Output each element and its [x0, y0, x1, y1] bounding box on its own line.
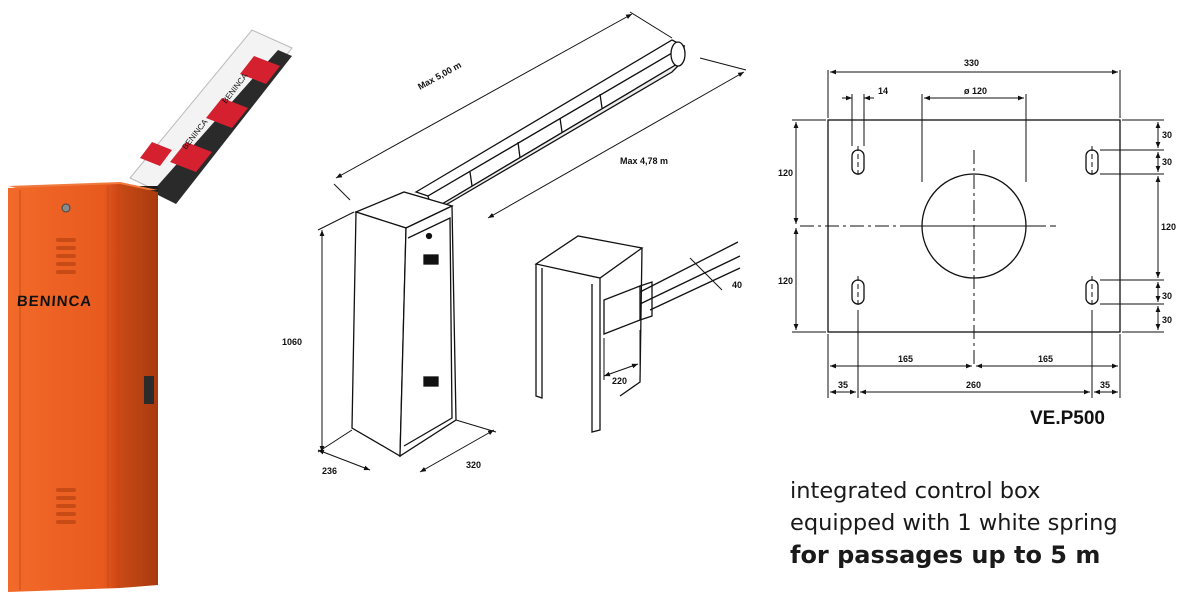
iso-dimension-labels: Max 5,00 m Max 4,78 m 1060 236 320 40 22…: [282, 60, 742, 476]
lower-vents: [56, 488, 76, 524]
right-slot-bottom: 30: [1162, 291, 1172, 301]
caption-line-2: equipped with 1 white spring: [790, 510, 1118, 536]
detail-drawing: [534, 235, 741, 433]
boom-length-max: Max 5,00 m: [416, 60, 463, 92]
edge-left: 35: [838, 380, 848, 390]
caption-line-1: integrated control box: [790, 478, 1041, 504]
lock-icon: [61, 203, 71, 213]
cabinet-drawing: [351, 191, 457, 458]
slot-span: 260: [966, 380, 981, 390]
barrier-photo: BENINCA BENINCA BENINCA: [8, 29, 293, 592]
half-left: 165: [898, 354, 913, 364]
side-handle: [144, 376, 154, 404]
caption-line-3: for passages up to 5 m: [790, 541, 1101, 569]
barrier-boom: BENINCA BENINCA: [129, 29, 293, 204]
cabinet-width: 320: [466, 460, 481, 470]
slot-width: 14: [878, 86, 888, 96]
right-top-offset: 30: [1162, 130, 1172, 140]
boom-useful-max: Max 4,78 m: [620, 156, 668, 166]
right-slot-top: 30: [1162, 157, 1172, 167]
left-upper-height: 120: [778, 168, 793, 178]
cabinet-front: [8, 184, 120, 592]
cabinet-brand: BENINCA: [16, 293, 92, 310]
cabinet-height: 1060: [282, 337, 302, 347]
profile-size: 40: [732, 280, 742, 290]
iso-dimensions: [317, 11, 747, 473]
model-code: VE.P500: [1030, 408, 1105, 429]
cabinet-depth: 236: [322, 466, 337, 476]
overall-width: 330: [964, 58, 979, 68]
bracket-length: 220: [612, 376, 627, 386]
product-caption: integrated control box equipped with 1 w…: [790, 475, 1170, 571]
right-middle: 120: [1161, 222, 1176, 232]
upper-vents: [56, 238, 76, 274]
left-lower-height: 120: [778, 276, 793, 286]
plate-dimensions: [792, 69, 1164, 398]
half-right: 165: [1038, 354, 1053, 364]
edge-right: 35: [1100, 380, 1110, 390]
base-plate-drawing: [800, 119, 1121, 368]
hole-diameter: ø 120: [964, 86, 987, 96]
plate-dimension-labels: 330 14 ø 120 120 120 30 30 120 30 30 165…: [778, 58, 1176, 390]
cabinet-side: [120, 184, 158, 588]
right-bottom-offset: 30: [1162, 315, 1172, 325]
isometric-drawing: [351, 39, 741, 458]
